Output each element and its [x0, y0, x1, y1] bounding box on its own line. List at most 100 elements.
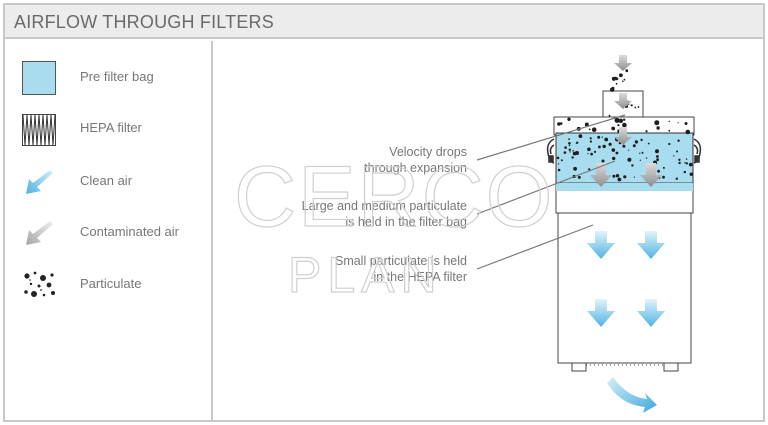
particle-dot: [601, 159, 605, 163]
particle-dot: [568, 144, 571, 147]
particle-dot: [655, 149, 659, 154]
particle-dot: [657, 169, 660, 173]
particle-dot: [689, 172, 693, 176]
particle-dot: [615, 174, 620, 178]
filter-unit-illustration: [476, 55, 702, 413]
callout-large-particulate: Large and medium particulate is held in …: [302, 198, 467, 230]
particle-dot: [557, 122, 561, 126]
particle-dot: [614, 76, 617, 80]
particle-dot: [588, 128, 591, 131]
legend-label-particulate: Particulate: [80, 276, 142, 291]
hepa-filter-swatch: [22, 114, 56, 146]
particle-dot: [567, 117, 571, 122]
particle-dot: [662, 175, 665, 179]
particle-dot: [589, 140, 592, 143]
particle-dot: [656, 158, 659, 162]
callout-leaders: [476, 114, 626, 270]
particle-dot: [617, 124, 620, 127]
diagram-area: Velocity drops through expansion Large a…: [215, 41, 763, 420]
particle-dot: [622, 144, 626, 148]
particle-dot: [676, 150, 678, 153]
particle-dot: [575, 151, 579, 155]
particle-dot: [630, 104, 633, 107]
callout-velocity: Velocity drops through expansion: [364, 144, 467, 176]
particle-dot: [557, 168, 561, 172]
particle-dot: [641, 151, 644, 154]
particle-dot: [622, 122, 627, 128]
legend-item-hepa-filter: HEPA filter: [5, 109, 211, 149]
callout-small-line1: Small particulate is held: [334, 254, 467, 268]
callout-large-line1: Large and medium particulate: [301, 199, 467, 213]
pre-filter-bag-swatch: [22, 61, 56, 95]
cabinet-feet: [571, 362, 679, 372]
panel-frame: AIRFLOW THROUGH FILTERS Pre filter bag H…: [3, 3, 765, 422]
particle-dot: [618, 118, 624, 124]
particle-dot: [568, 148, 571, 151]
particle-dot: [627, 157, 632, 162]
lower-cabinet: [557, 212, 692, 364]
particle-dot: [584, 122, 589, 127]
particle-dot: [564, 146, 567, 149]
particle-dot: [571, 156, 574, 159]
particle-dot: [656, 155, 659, 158]
side-clamp-left: [546, 138, 555, 164]
particle-dot: [683, 170, 686, 174]
particle-dot: [633, 176, 635, 178]
particle-dot: [604, 137, 609, 142]
particle-dot: [608, 114, 611, 117]
legend-item-contaminated-air: Contaminated air: [5, 213, 211, 253]
particle-dot: [639, 159, 641, 161]
particle-dot: [668, 129, 671, 132]
clean-air-arrow-icon: [26, 170, 53, 194]
particle-dot: [677, 139, 680, 142]
particle-dot: [590, 152, 593, 156]
side-clamp-right: [693, 138, 702, 164]
particle-dot: [598, 145, 601, 149]
particle-dot: [576, 141, 579, 144]
particle-dot: [623, 175, 627, 179]
particle-dot: [634, 140, 639, 144]
title-bar: AIRFLOW THROUGH FILTERS: [5, 5, 763, 39]
particle-dot: [631, 164, 634, 167]
particle-dot: [662, 166, 665, 169]
particulate-icon: [24, 271, 55, 297]
particle-dot: [589, 137, 592, 140]
legend: Pre filter bag HEPA filter Clean air: [5, 41, 213, 420]
particle-dot: [615, 82, 618, 85]
callout-large-line2: is held in the filter bag: [345, 215, 467, 229]
particle-dot: [588, 168, 591, 171]
particle-dot: [632, 144, 636, 148]
callout-small-particulate: Small particulate is held in the HEPA fi…: [335, 253, 467, 285]
contaminated-air-arrows: [590, 55, 662, 187]
particle-dot: [587, 147, 591, 152]
particle-dot: [668, 120, 670, 123]
particle-dot: [593, 150, 597, 153]
particle-dot: [611, 126, 616, 131]
particle-dot: [673, 155, 675, 157]
particle-dot: [685, 129, 691, 135]
particle-dot: [602, 144, 606, 149]
legend-label-contaminated-air: Contaminated air: [80, 224, 179, 239]
particle-dot: [601, 136, 603, 138]
particle-dot: [611, 148, 616, 152]
particle-dot: [619, 73, 623, 78]
particle-dot: [568, 138, 570, 140]
particle-dot: [640, 138, 643, 142]
particle-dot: [639, 152, 641, 154]
particle-dot: [617, 177, 622, 182]
particle-dot: [573, 166, 577, 171]
particle-dot: [572, 150, 574, 152]
particle-dot: [560, 159, 563, 162]
particle-dot: [614, 117, 620, 123]
legend-item-clean-air: Clean air: [5, 162, 211, 202]
particle-dot: [612, 174, 616, 178]
particle-dot: [622, 80, 624, 83]
particle-dot: [684, 122, 688, 125]
particle-dot: [569, 151, 571, 153]
particle-dot: [587, 153, 589, 155]
callout-small-line2: in the HEPA filter: [373, 270, 467, 284]
particle-dot: [675, 177, 678, 180]
particle-dot: [623, 78, 626, 81]
particle-dot: [678, 161, 681, 165]
particle-dot: [689, 164, 692, 167]
